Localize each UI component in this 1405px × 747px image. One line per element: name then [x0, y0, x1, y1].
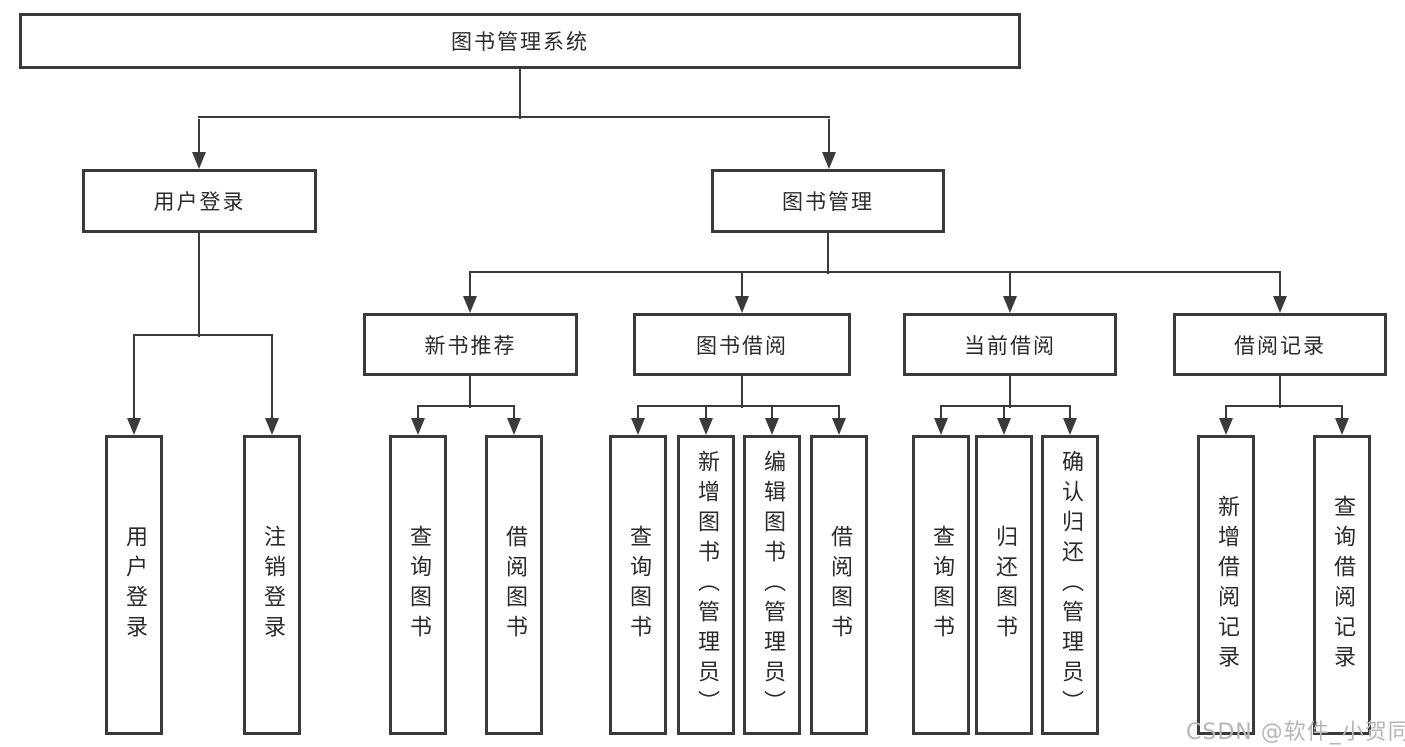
arrow-down-icon	[1063, 418, 1077, 435]
leaf-label: 归还图书	[992, 525, 1017, 645]
node-label: 新书推荐	[424, 333, 517, 358]
node-book-management: 图书管理	[711, 169, 945, 233]
connector-line	[469, 272, 471, 300]
leaf-label: 编辑图书（管理员）	[760, 450, 785, 720]
leaf-add-books-admin: 新增图书（管理员）	[677, 435, 735, 735]
arrow-down-icon	[934, 418, 948, 435]
arrow-down-icon	[832, 418, 846, 435]
leaf-label: 查询图书	[929, 525, 954, 645]
node-label: 用户登录	[153, 190, 246, 214]
connector-line	[198, 116, 830, 118]
connector-line	[705, 406, 707, 422]
leaf-query-books-current: 查询图书	[912, 435, 970, 735]
leaf-label: 查询图书	[626, 525, 651, 645]
arrow-down-icon	[1219, 418, 1233, 435]
node-label: 图书管理系统	[451, 30, 589, 54]
arrow-down-icon	[463, 296, 477, 313]
leaf-confirm-return-admin: 确认归还（管理员）	[1041, 435, 1099, 735]
connector-line	[198, 119, 200, 156]
connector-line	[513, 406, 515, 422]
arrow-down-icon	[1335, 418, 1349, 435]
node-user-login: 用户登录	[82, 169, 317, 233]
connector-line	[133, 334, 273, 336]
arrow-down-icon	[735, 296, 749, 313]
connector-line	[1279, 272, 1281, 300]
csdn-watermark: CSDN @软件_小贺同学	[1186, 720, 1405, 745]
connector-line	[469, 271, 1281, 273]
leaf-label: 借阅图书	[827, 525, 852, 645]
node-label: 图书管理	[782, 190, 874, 214]
arrow-down-icon	[822, 152, 836, 169]
node-label: 图书借阅	[696, 333, 788, 358]
node-borrowing-records: 借阅记录	[1173, 313, 1387, 376]
arrow-down-icon	[631, 418, 645, 435]
connector-line	[1009, 376, 1011, 408]
arrow-down-icon	[1003, 296, 1017, 313]
leaf-label: 借阅图书	[502, 525, 527, 645]
arrow-down-icon	[997, 418, 1011, 435]
node-library-management-system: 图书管理系统	[19, 13, 1021, 69]
connector-line	[1003, 406, 1005, 422]
connector-line	[741, 272, 743, 300]
connector-line	[838, 406, 840, 422]
connector-line	[940, 406, 942, 422]
node-current-borrowing: 当前借阅	[903, 313, 1117, 376]
connector-line	[1279, 376, 1281, 408]
leaf-logout: 注销登录	[243, 435, 301, 735]
connector-line	[827, 232, 829, 274]
connector-line	[133, 335, 135, 422]
node-label: 当前借阅	[964, 333, 1056, 358]
node-book-borrowing: 图书借阅	[633, 313, 851, 376]
connector-line	[417, 406, 419, 422]
connector-line	[1341, 406, 1343, 422]
leaf-label: 用户登录	[122, 525, 147, 645]
leaf-borrow-books: 借阅图书	[810, 435, 868, 735]
arrow-down-icon	[411, 418, 425, 435]
connector-line	[637, 405, 840, 407]
connector-line	[417, 405, 515, 407]
leaf-user-login: 用户登录	[105, 435, 163, 735]
connector-line	[741, 376, 743, 408]
connector-line	[771, 406, 773, 422]
leaf-label: 注销登录	[260, 525, 285, 645]
connector-line	[1225, 406, 1227, 422]
node-label: 借阅记录	[1234, 333, 1326, 358]
leaf-query-borrowing-record: 查询借阅记录	[1313, 435, 1371, 735]
leaf-query-books-borrowing: 查询图书	[609, 435, 667, 735]
connector-line	[271, 335, 273, 422]
leaf-query-books-recommendation: 查询图书	[389, 435, 447, 735]
leaf-label: 确认归还（管理员）	[1058, 450, 1083, 720]
arrow-down-icon	[507, 418, 521, 435]
leaf-borrow-books-recommendation: 借阅图书	[485, 435, 543, 735]
connector-line	[198, 232, 200, 337]
leaf-label: 新增借阅记录	[1214, 495, 1239, 675]
leaf-add-borrowing-record: 新增借阅记录	[1197, 435, 1255, 735]
arrow-down-icon	[192, 152, 206, 169]
connector-line	[1069, 406, 1071, 422]
arrow-down-icon	[265, 418, 279, 435]
leaf-label: 新增图书（管理员）	[694, 450, 719, 720]
leaf-return-books: 归还图书	[975, 435, 1033, 735]
leaf-edit-books-admin: 编辑图书（管理员）	[743, 435, 801, 735]
arrow-down-icon	[765, 418, 779, 435]
leaf-label: 查询借阅记录	[1330, 495, 1355, 675]
arrow-down-icon	[699, 418, 713, 435]
arrow-down-icon	[127, 418, 141, 435]
connector-line	[828, 119, 830, 156]
leaf-label: 查询图书	[406, 525, 431, 645]
node-new-book-recommendation: 新书推荐	[363, 313, 578, 376]
connector-line	[1225, 405, 1343, 407]
connector-line	[1009, 272, 1011, 300]
connector-line	[637, 406, 639, 422]
arrow-down-icon	[1273, 296, 1287, 313]
connector-line	[519, 68, 521, 119]
connector-line	[940, 405, 1071, 407]
connector-line	[469, 376, 471, 408]
